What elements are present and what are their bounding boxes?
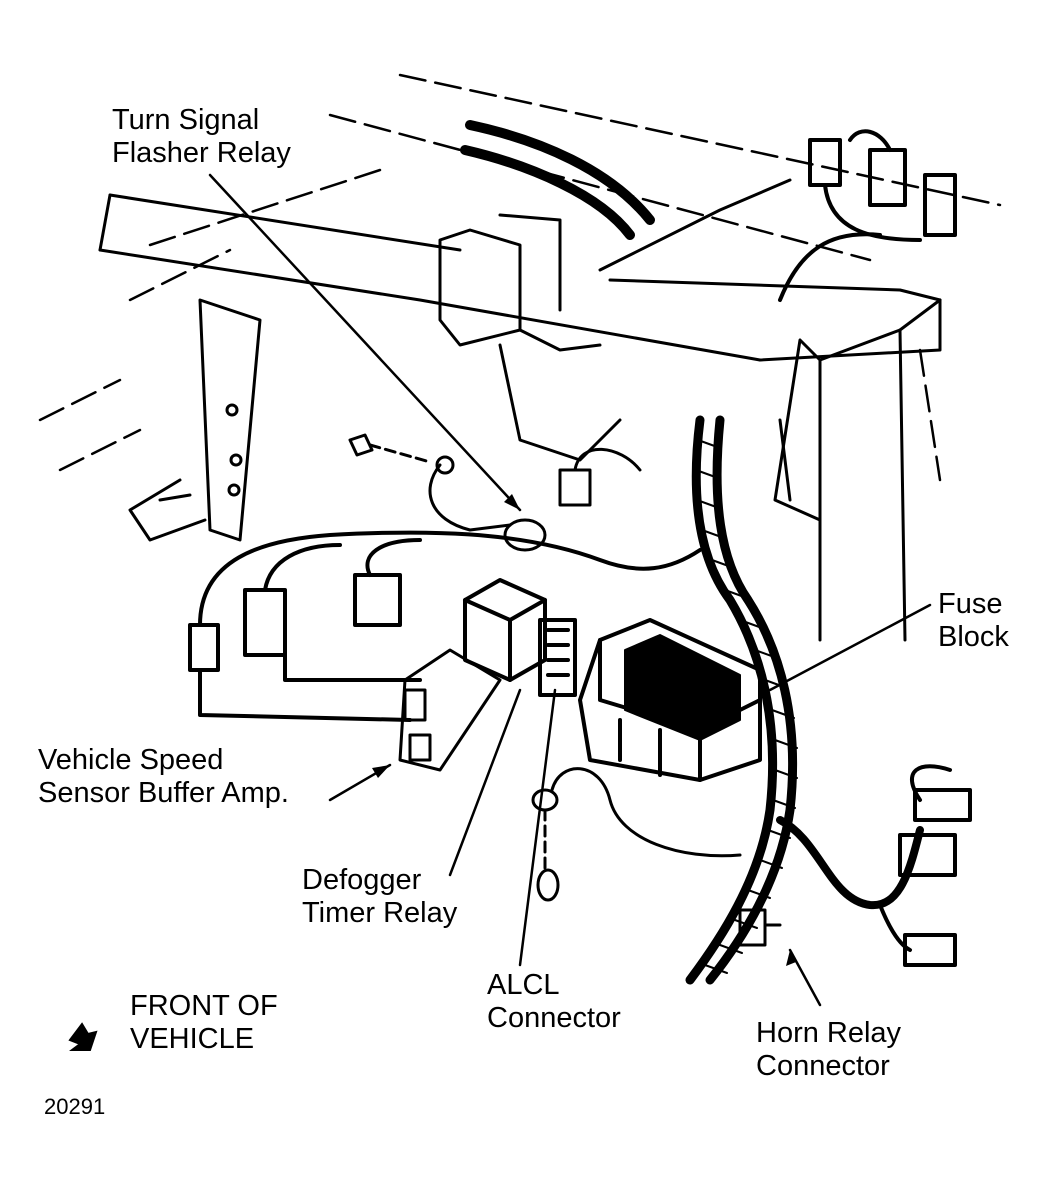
label-line: VEHICLE bbox=[130, 1023, 255, 1055]
label-line: Timer Relay bbox=[302, 897, 458, 929]
label-line: FRONT OF bbox=[130, 990, 278, 1022]
left-connectors bbox=[188, 530, 702, 722]
label-line: Block bbox=[938, 621, 1009, 653]
alcl-connector-body bbox=[538, 618, 577, 697]
center-hardware bbox=[348, 433, 742, 902]
vent-duct bbox=[460, 120, 655, 240]
label-horn-relay-connector: Horn Relay Connector bbox=[756, 1017, 901, 1083]
vss-buffer-module bbox=[398, 648, 502, 772]
label-turn-signal-flasher-relay: Turn Signal Flasher Relay bbox=[112, 104, 291, 170]
main-harness bbox=[685, 415, 798, 985]
label-fuse-block: Fuse Block bbox=[938, 588, 1009, 654]
leader-defogger bbox=[448, 688, 522, 877]
label-vehicle-speed-sensor-buffer-amp: Vehicle Speed Sensor Buffer Amp. bbox=[38, 744, 289, 810]
harness-branch-right bbox=[776, 816, 924, 910]
dash-panel-outline bbox=[38, 73, 1002, 482]
fuse-block-fill bbox=[624, 634, 741, 741]
figure-number: 20291 bbox=[44, 1094, 106, 1119]
dash-panel-edges bbox=[98, 178, 942, 362]
label-line: Defogger bbox=[302, 864, 422, 896]
harness-braid bbox=[695, 439, 798, 974]
label-line: Horn Relay bbox=[756, 1017, 902, 1049]
leader-turn-signal bbox=[208, 173, 522, 512]
left-bracket bbox=[128, 298, 262, 542]
leader-arrowheads bbox=[372, 494, 796, 966]
top-right-connectors bbox=[778, 129, 957, 302]
label-defogger-timer-relay: Defogger Timer Relay bbox=[302, 864, 457, 930]
label-line: Turn Signal bbox=[112, 104, 260, 136]
front-arrow-icon bbox=[68, 1022, 98, 1051]
label-line: ALCL bbox=[487, 969, 560, 1001]
label-alcl-connector: ALCL Connector bbox=[487, 969, 621, 1035]
label-line: Sensor Buffer Amp. bbox=[38, 777, 289, 809]
blower-housing bbox=[438, 213, 622, 462]
label-line: Vehicle Speed bbox=[38, 744, 224, 776]
leader-fuse-block bbox=[768, 603, 932, 692]
label-line: Fuse bbox=[938, 588, 1003, 620]
horn-relay-part bbox=[738, 908, 782, 947]
leader-horn-relay bbox=[788, 948, 822, 1007]
right-connectors bbox=[878, 764, 972, 967]
label-line: Connector bbox=[487, 1002, 621, 1034]
leader-alcl bbox=[518, 688, 557, 967]
right-side-panel bbox=[773, 298, 942, 642]
label-line: Flasher Relay bbox=[112, 137, 291, 169]
label-front-of-vehicle: FRONT OF VEHICLE bbox=[130, 990, 278, 1056]
label-line: Connector bbox=[756, 1050, 890, 1082]
